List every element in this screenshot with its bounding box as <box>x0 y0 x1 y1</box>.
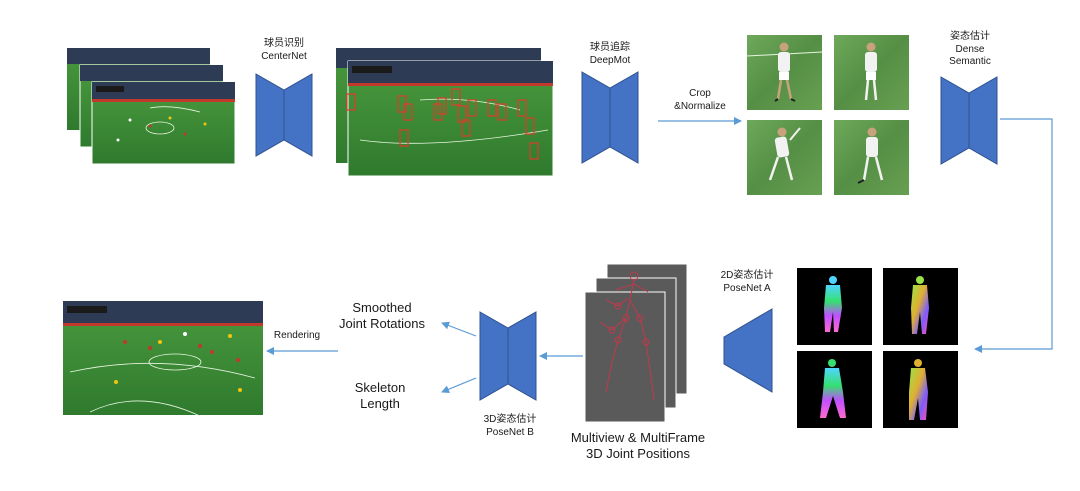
crop-tile-4 <box>834 120 909 195</box>
posenet-b-title-zh: 3D姿态估计 <box>483 414 537 425</box>
posenet-a-network-icon <box>723 308 773 393</box>
rotations-line2: Joint Rotations <box>339 316 425 332</box>
rotations-label: Smoothed Joint Rotations <box>322 300 442 333</box>
posenet-b-label: 3D姿态估计 PoseNet B <box>468 414 552 439</box>
centernet-title-en: CenterNet <box>261 50 307 62</box>
skeleton-line1: Skeleton <box>354 380 406 395</box>
video-frame-front <box>91 81 236 165</box>
joint-positions-panels <box>584 263 688 423</box>
joint-positions-label: Multiview & MultiFrame 3D Joint Position… <box>548 430 728 463</box>
semantic-tile-3 <box>797 351 872 428</box>
crop-line2: &Normalize <box>674 100 726 112</box>
joints-line1: Multiview & MultiFrame <box>570 430 706 445</box>
posenet-b-network-icon <box>479 311 537 401</box>
rendering-label: Rendering <box>264 330 330 343</box>
posenet-a-label: 2D姿态估计 PoseNet A <box>705 270 789 295</box>
deepmot-label: 球员追踪 DeepMot <box>574 42 646 67</box>
posenet-a-title-zh: 2D姿态估计 <box>720 270 774 281</box>
deepmot-network-icon <box>581 71 639 164</box>
rendered-output-frame <box>63 301 263 417</box>
dense-to-semantic-connector <box>974 118 1053 353</box>
tracking-frames <box>336 48 554 177</box>
dense-title-zh: 姿态估计 <box>950 31 990 42</box>
centernet-label: 球员识别 CenterNet <box>248 38 320 63</box>
crop-tile-2 <box>834 35 909 110</box>
crop-tile-1 <box>746 35 823 110</box>
dense-semantic-maps <box>797 268 958 428</box>
dense-semantic-label: 姿态估计 Dense Semantic <box>932 31 1008 69</box>
cropped-players-grid <box>746 35 909 195</box>
posenet-b-title-en: PoseNet B <box>486 426 534 438</box>
skeleton-line2: Length <box>360 396 400 412</box>
deepmot-title-en: DeepMot <box>589 54 631 66</box>
skeleton-stick-figure <box>599 271 655 401</box>
semantic-tile-2 <box>883 268 958 345</box>
posenet-a-title-en: PoseNet A <box>723 282 771 294</box>
crop-line1: Crop <box>689 88 711 99</box>
rotations-arrow <box>441 321 477 337</box>
rotations-line1: Smoothed <box>352 300 412 315</box>
player-bounding-boxes <box>346 88 539 160</box>
input-video-frames <box>67 48 236 165</box>
joints-line2: 3D Joint Positions <box>585 446 691 462</box>
deepmot-title-zh: 球员追踪 <box>590 42 630 53</box>
semantic-tile-1 <box>797 268 872 345</box>
semantic-tile-4 <box>883 351 958 428</box>
dense-line2: Dense <box>955 43 985 55</box>
rendering-text: Rendering <box>273 330 321 341</box>
skeleton-length-arrow <box>441 377 477 394</box>
centernet-title-zh: 球员识别 <box>264 38 304 49</box>
crop-tile-3 <box>747 120 822 195</box>
dense-semantic-network-icon <box>940 76 998 165</box>
dense-line3: Semantic <box>949 56 991 67</box>
skeleton-length-label: Skeleton Length <box>332 380 428 413</box>
crop-normalize-label: Crop &Normalize <box>662 88 738 113</box>
centernet-network-icon <box>255 73 313 157</box>
